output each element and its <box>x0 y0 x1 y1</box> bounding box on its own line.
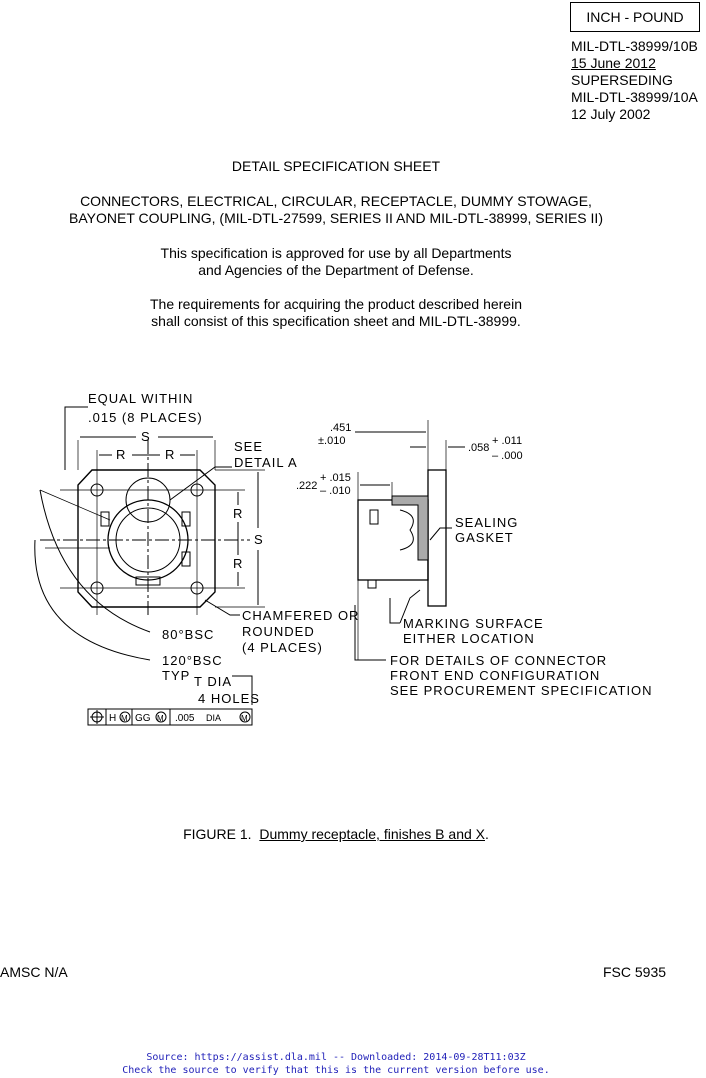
sheet-type: DETAIL SPECIFICATION SHEET <box>231 158 441 174</box>
dim-222-plus: + .015 <box>320 472 351 484</box>
document-identifier-block: MIL-DTL-38999/10B 15 June 2012 SUPERSEDI… <box>571 38 698 123</box>
title-line-2: BAYONET COUPLING, (MIL-DTL-27599, SERIES… <box>69 210 603 226</box>
superseded-number: MIL-DTL-38999/10A <box>571 89 698 105</box>
marking-line1: MARKING SURFACE <box>403 616 544 631</box>
details-line2: FRONT END CONFIGURATION <box>390 668 600 683</box>
equal-within-line2: .015 (8 PLACES) <box>88 410 203 425</box>
dim-058-minus: – .000 <box>492 450 523 462</box>
figure-caption: FIGURE 1. Dummy receptacle, finishes B a… <box>183 826 489 842</box>
fcf-gg: GG <box>135 713 151 724</box>
holes-label: 4 HOLES <box>198 691 260 706</box>
dim-222-minus: – .010 <box>320 485 351 497</box>
fcf-dia: DIA <box>206 713 221 723</box>
requirements-line-2: shall consist of this specification shee… <box>151 313 521 329</box>
fcf-h: H <box>109 713 116 724</box>
dim-r-top-left: R <box>116 447 126 462</box>
angle-typ: TYP <box>162 668 190 683</box>
doc-date: 15 June 2012 <box>571 55 656 71</box>
see-detail-line2: DETAIL A <box>234 455 298 470</box>
dim-058-plus: + .011 <box>492 435 522 447</box>
equal-within-line1: EQUAL WITHIN <box>88 391 193 406</box>
dim-222: .222 <box>296 480 317 492</box>
see-detail-line1: SEE <box>234 439 263 454</box>
figure-title: Dummy receptacle, finishes B and X <box>259 826 485 842</box>
title-line-1: CONNECTORS, ELECTRICAL, CIRCULAR, RECEPT… <box>80 193 592 209</box>
superseding-label: SUPERSEDING <box>571 72 673 88</box>
details-line1: FOR DETAILS OF CONNECTOR <box>390 653 607 668</box>
source-notice: Source: https://assist.dla.mil -- Downlo… <box>0 1051 672 1077</box>
approval-line-2: and Agencies of the Department of Defens… <box>198 262 474 278</box>
source-line-2: Check the source to verify that this is … <box>122 1065 550 1076</box>
chamfered-line3: (4 PLACES) <box>242 640 323 655</box>
sealing-line2: GASKET <box>455 530 514 545</box>
bayonet-lug <box>100 511 110 527</box>
marking-line2: EITHER LOCATION <box>403 631 535 646</box>
fcf-tolerance: .005 <box>175 713 195 724</box>
doc-number: MIL-DTL-38999/10B <box>571 38 698 54</box>
amsc-code: AMSC N/A <box>0 964 68 980</box>
dim-s-top: S <box>141 429 151 444</box>
fcf-m2: M <box>157 714 164 723</box>
details-line3: SEE PROCUREMENT SPECIFICATION <box>390 683 653 698</box>
sealing-line1: SEALING <box>455 515 518 530</box>
dim-058: .058 <box>468 442 489 454</box>
technical-drawing: EQUAL WITHIN .015 (8 PLACES) S R R SEE D… <box>34 391 653 726</box>
bayonet-lug <box>181 551 191 567</box>
bayonet-lug <box>181 511 191 527</box>
superseded-date: 12 July 2002 <box>571 106 651 122</box>
chamfered-line2: ROUNDED <box>242 624 315 639</box>
dim-451: .451 <box>330 422 351 434</box>
side-view-flange <box>427 469 447 607</box>
angle-80: 80°BSC <box>162 627 214 642</box>
source-line-1: Source: https://assist.dla.mil -- Downlo… <box>146 1052 526 1063</box>
fcf-m3: M <box>241 714 248 723</box>
fsc-code: FSC 5935 <box>603 964 667 980</box>
figure-label: FIGURE 1. <box>183 826 252 842</box>
chamfered-line1: CHAMFERED OR <box>242 608 359 623</box>
dim-451-tol: ±.010 <box>318 435 345 447</box>
t-dia-label: T DIA <box>194 674 232 689</box>
approval-line-1: This specification is approved for use b… <box>160 245 512 261</box>
angle-120: 120°BSC <box>162 653 223 668</box>
dim-s-right: S <box>254 532 264 547</box>
requirements-line-1: The requirements for acquiring the produ… <box>150 296 522 312</box>
dim-r-right-lower: R <box>233 556 243 571</box>
dim-r-top-right: R <box>165 447 175 462</box>
flange-outline <box>77 469 216 608</box>
unit-system-box: INCH - POUND <box>570 2 700 32</box>
dim-r-right-upper: R <box>233 506 243 521</box>
fcf-m1: M <box>121 714 128 723</box>
